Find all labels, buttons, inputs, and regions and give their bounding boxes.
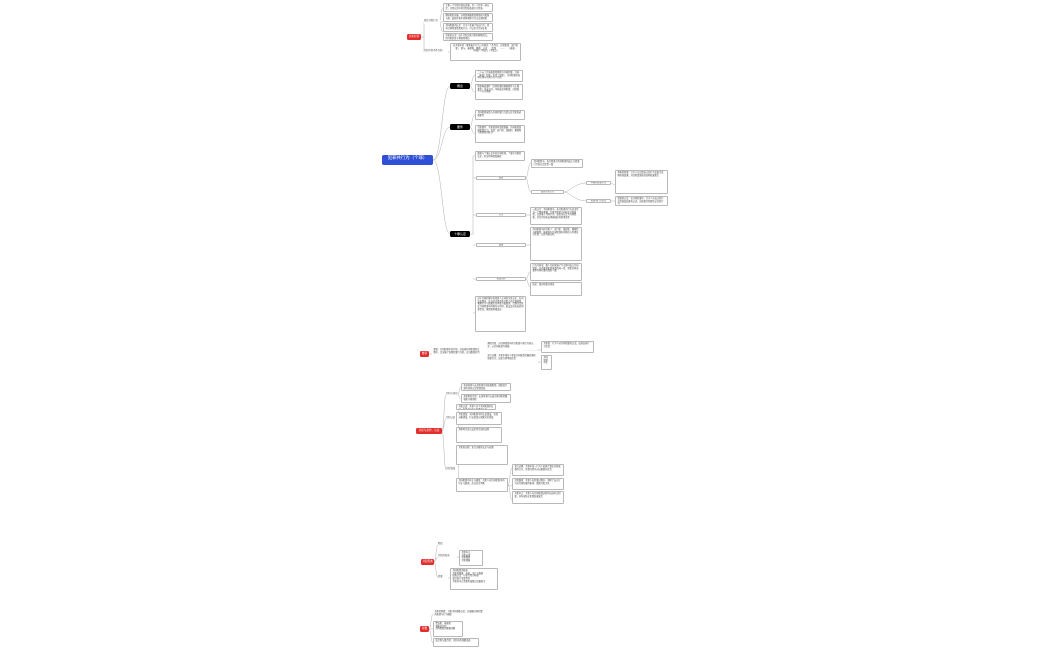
b5-box-4: 共犯错误：共同犯罪中的认识错误，包括对象错误、打击错误与因果关系错误 <box>456 412 502 425</box>
b3-intro-box: 数罪与个罪认定中的共同犯罪，个罪中共犯的认定，区分具体情形确定 <box>475 151 525 161</box>
b7-box-3: 结合犯与集合犯：共犯中的罪数形态 <box>433 638 479 647</box>
b2-box-2: 共犯要件：共犯者具有意思联络，共同故意实施犯罪行为，包括：实行犯、组织犯、教唆犯… <box>475 125 525 143</box>
b4-box-2: 实行过限：共犯中部分人超出共同故意范围实施的犯罪行为，由实行者单独负责 <box>486 354 538 370</box>
top-bottom-box: 在共犯中的『要素着手行为』的界定：「不作为、正犯犯罪、实行犯罪」 参与、被帮助、… <box>450 43 521 61</box>
b6-sub1-label: 阶段 <box>438 542 446 547</box>
b5-right-box-1: 实行过限：共犯中某一行为人实施了超出共同故意的行为，其他共犯不对过限部分负责 <box>512 464 564 476</box>
branch-node-forms[interactable]: 共犯形态 <box>421 559 434 565</box>
top-sub2-label: 共犯中的不作为犯 <box>424 49 448 54</box>
b7-box-1: 共犯的罪数：共犯中的罪数认定，应根据共同犯罪的故意与行为确定 <box>433 610 485 620</box>
b5-box-1: 有身份者与无身份者共同实施犯罪，按照实行犯的身份认定犯罪性质 <box>461 383 511 391</box>
top-box-2: 帮助犯的实施：对犯罪预备阶段帮助的共犯参与者，依照共犯中具体帮助行为认定帮助犯 <box>443 13 493 22</box>
b6-box-2: 共同犯罪的形态 共犯的预备、未遂、中止与既遂 形态认定：以实行犯为标准 部分实行… <box>450 568 498 590</box>
branch-node-identity[interactable]: 共犯与身份，认识 <box>416 428 442 434</box>
b5-box-5: 具体符合说与法定符合说的适用 <box>456 427 502 443</box>
b3-box-3: 行为共同说：数人共同实施了行为即可成立共同犯罪，并不要求犯罪故意的同一性；犯罪共… <box>530 263 582 281</box>
b6-sub2-label: 共犯的形态 <box>438 554 457 559</box>
b4-right-box-1: 共犯者：行为人对共同犯罪的认识，由其自身行为负责 <box>541 341 594 353</box>
b1-box-2: 犯罪构成要件（共同犯罪的客观要件与主观要件）不成立时，不构成共同犯罪，分别按个人… <box>475 84 523 100</box>
b5-sub1-label: 共犯与身份 <box>446 392 458 397</box>
top-box-3: 共同犯罪的认定：行为人实施了各自行为，具有共同犯罪意思和行为，可认定为共同正犯 <box>443 23 493 32</box>
b3-mid-label: 部分共犯行为 <box>531 190 564 194</box>
b2-box-1: 共同犯罪故意与共同犯罪行为是认定共犯的必备要件 <box>475 110 525 120</box>
top-box-4: 共犯的认定：由于共犯对实行犯的帮助而已，但共犯仍处于帮助犯地位 <box>443 33 493 41</box>
branch-node-elements[interactable]: 要件 <box>450 124 470 130</box>
b3-label-2: 行为 <box>476 213 526 217</box>
top-box-1: 主要一个共犯中谁在实施，另一人也不一样认定，共犯认定中的共犯形态和行为性质 <box>443 3 493 12</box>
b5-box-2: 身份犯的共犯：无身份者可以成为身份犯的教唆犯与帮助犯 <box>461 394 511 403</box>
b7-box-2: 牵连犯、吸收犯 想象竞合犯 共同犯罪的罪数问题 <box>433 621 463 637</box>
b6-box-1: 共犯中止 共犯未遂 共犯既遂 共犯预备 <box>459 550 483 566</box>
b3-box-2: 共同犯罪中的共犯人：实行犯、组织犯、教唆犯与帮助犯，依据其在共同犯罪中的地位与作… <box>530 227 582 261</box>
b5-box-7: 共同犯罪的中止与脱离：共犯人在共同犯罪中的中止与脱离，应当综合判断 <box>456 478 508 492</box>
b3-right-label-2: 犯罪的行为认定 <box>586 199 611 203</box>
branch-node-multiple-crimes[interactable]: 数罪 <box>420 351 429 357</box>
b6-sub3-label: 犯罪 <box>438 575 448 580</box>
branch-node-identification[interactable]: 个罪认定 <box>450 231 470 237</box>
b5-sub3-label: 共犯错误 <box>446 467 458 472</box>
b1-box-1: 二人以上共同故意犯罪称为共同犯罪，共同（故意）犯罪，包括（犯罪）、共同犯罪的各种… <box>475 70 523 82</box>
b3-label-1: 要素 <box>476 176 526 180</box>
b5-right-box-3: 共犯中止：共犯人在共同犯罪过程中自动中止犯罪，并有效防止犯罪结果发生 <box>512 491 564 504</box>
b3-bottom-box: 对于共同犯罪中各犯罪人之间的关系认定，在司法实践中，应当综合考虑各共犯人的主观故… <box>475 296 526 332</box>
branch-node-top[interactable]: 共犯犯罪 <box>407 34 421 40</box>
b3-box-4: 结论：部分犯罪共同说 <box>530 282 582 296</box>
b3-right-label-1: 不能的犯罪行为 <box>586 181 611 185</box>
b4-left-box: 数罪：共同犯罪中的共犯，在实施共同犯罪的过程中，又实施了其他犯罪行为的，应当数罪… <box>432 348 482 360</box>
b3-right-box-2: 犯罪的认定：在共同犯罪中，行为人对自己的行为性质及结果有认识，应按照共犯理论认定… <box>615 196 668 206</box>
b3-label-3: 结果 <box>476 243 526 247</box>
b4-box-1: 帮助共犯：对共同犯罪中的共犯参与者行为的认定，以共同故意为基础 <box>486 342 538 350</box>
b3-label-4: 犯罪共同 <box>476 277 526 281</box>
b5-sub2-label: 共犯认识 <box>446 416 458 421</box>
b5-box-6: 共犯的过限：实行过限的认定与处理 <box>456 445 508 465</box>
b3-mid-box: 共同犯罪中，各共犯者对共同犯罪的成立与犯罪行为的认定是否一致 <box>531 159 583 168</box>
b5-box-3: 共犯认识：共犯人对于共同犯罪的认识，包括对行为与结果的认识 <box>456 404 496 410</box>
branch-node-concept[interactable]: 概念 <box>450 83 470 89</box>
b5-right-box-2: 共犯脱离：共犯人在犯罪过程中，消除了自己行为对共同犯罪的影响，脱离共犯关系 <box>512 478 564 490</box>
root-node[interactable]: 犯罪共行为（个罪） <box>382 155 433 165</box>
b3-box-1: 一般认为：共同犯罪中，各共犯者的行为应当作为一个整体考察，只要共犯者之间存在共同… <box>530 207 582 225</box>
b4-right-box-2: 共同犯罪中止 <box>541 355 552 370</box>
top-sub1-label: 部分共犯行为 <box>424 19 440 24</box>
b3-right-box-1: 不能的犯罪：行为人认识到自己的行为会发生某种危害结果，并且希望或放任这种结果发生 <box>615 170 668 194</box>
branch-node-counting[interactable]: 罪数 <box>420 626 429 632</box>
